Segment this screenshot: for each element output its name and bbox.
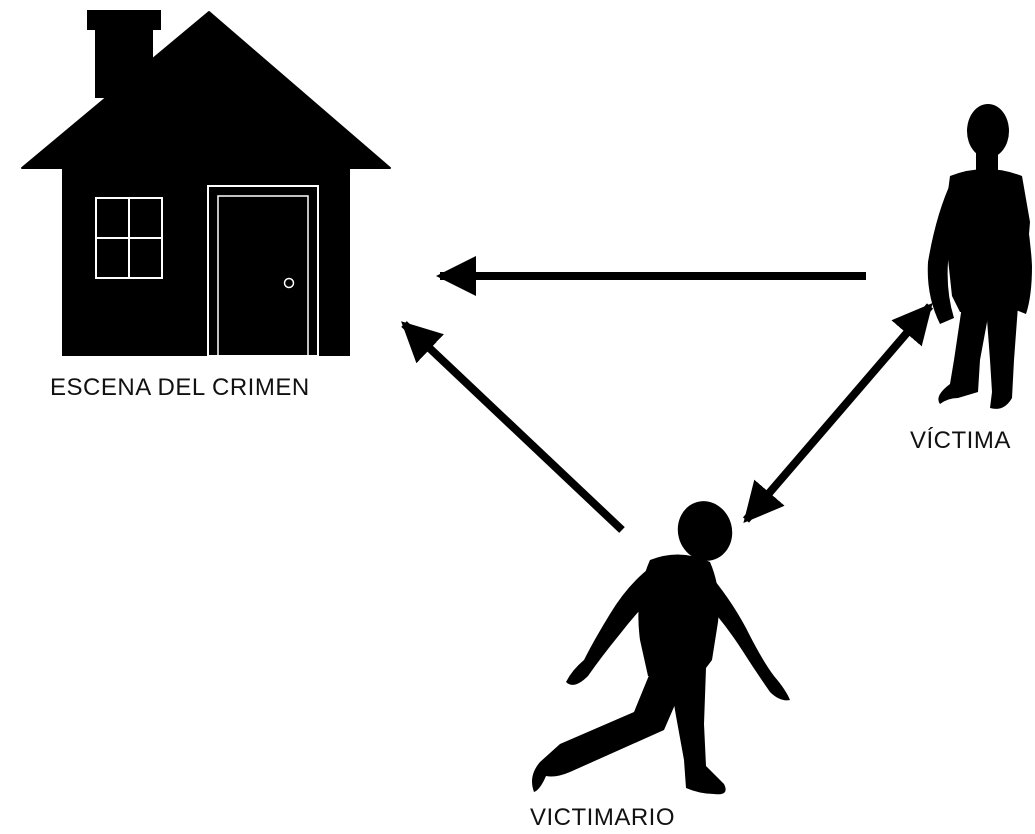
house-icon bbox=[21, 10, 391, 357]
window-icon bbox=[95, 197, 163, 279]
arrow-offender-to-scene bbox=[401, 321, 625, 533]
door-icon bbox=[207, 185, 319, 357]
arrow-offender-victim-bidirectional bbox=[742, 302, 934, 524]
victim-label: VÍCTIMA bbox=[910, 427, 1011, 454]
walking-person-silhouette-icon bbox=[532, 501, 790, 795]
standing-person-silhouette-icon bbox=[927, 104, 1032, 409]
offender-label: VICTIMARIO bbox=[530, 804, 676, 831]
arrows bbox=[401, 256, 934, 533]
scene-label: ESCENA DEL CRIMEN bbox=[50, 374, 310, 401]
